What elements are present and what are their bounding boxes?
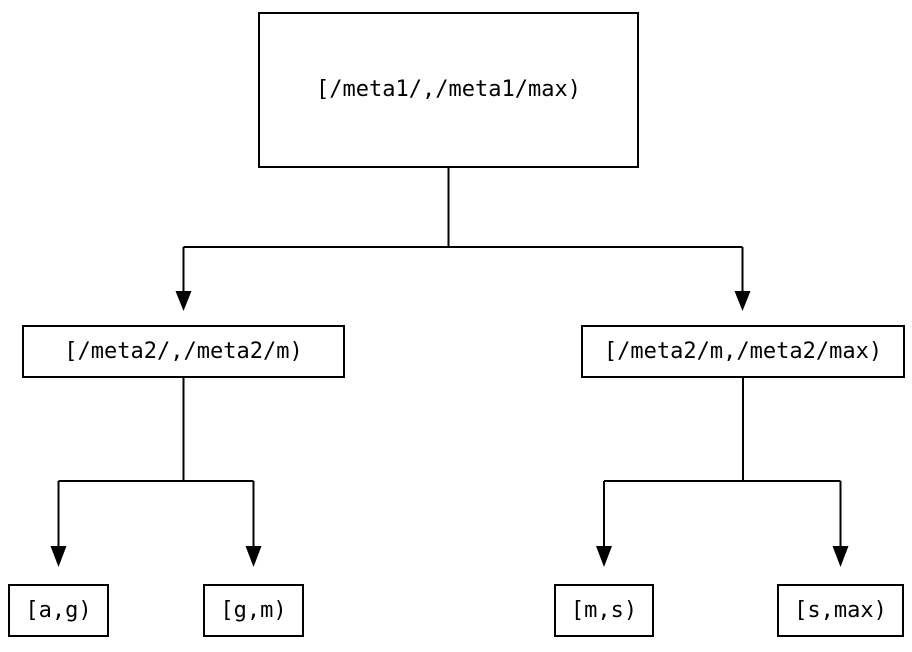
edge-root-fork — [175, 168, 751, 311]
node-label: [g,m) — [220, 597, 287, 623]
node-leaf-gm: [g,m) — [203, 584, 304, 637]
node-left-child: [/meta2/,/meta2/m) — [22, 325, 345, 378]
arrowhead-down-icon — [734, 291, 751, 311]
arrowhead-down-icon — [832, 546, 849, 567]
node-right-child: [/meta2/m,/meta2/max) — [581, 325, 905, 378]
arrowhead-down-icon — [175, 291, 192, 311]
arrowhead-down-icon — [245, 546, 262, 567]
node-label: [a,g) — [25, 597, 92, 623]
edge-left-fork — [50, 378, 262, 567]
node-label: [m,s) — [570, 597, 638, 623]
node-label: [/meta1/,/meta1/max) — [316, 77, 581, 102]
arrowhead-down-icon — [596, 546, 612, 567]
node-label: [/meta2/,/meta2/m) — [64, 338, 303, 364]
arrowhead-down-icon — [50, 546, 67, 567]
node-leaf-ag: [a,g) — [8, 584, 109, 637]
node-leaf-ms: [m,s) — [554, 584, 654, 637]
node-label: [/meta2/m,/meta2/max) — [603, 338, 883, 364]
node-root: [/meta1/,/meta1/max) — [258, 12, 639, 168]
node-leaf-smax: [s,max) — [777, 584, 904, 637]
edge-right-fork — [596, 378, 849, 567]
node-label: [s,max) — [794, 597, 887, 623]
